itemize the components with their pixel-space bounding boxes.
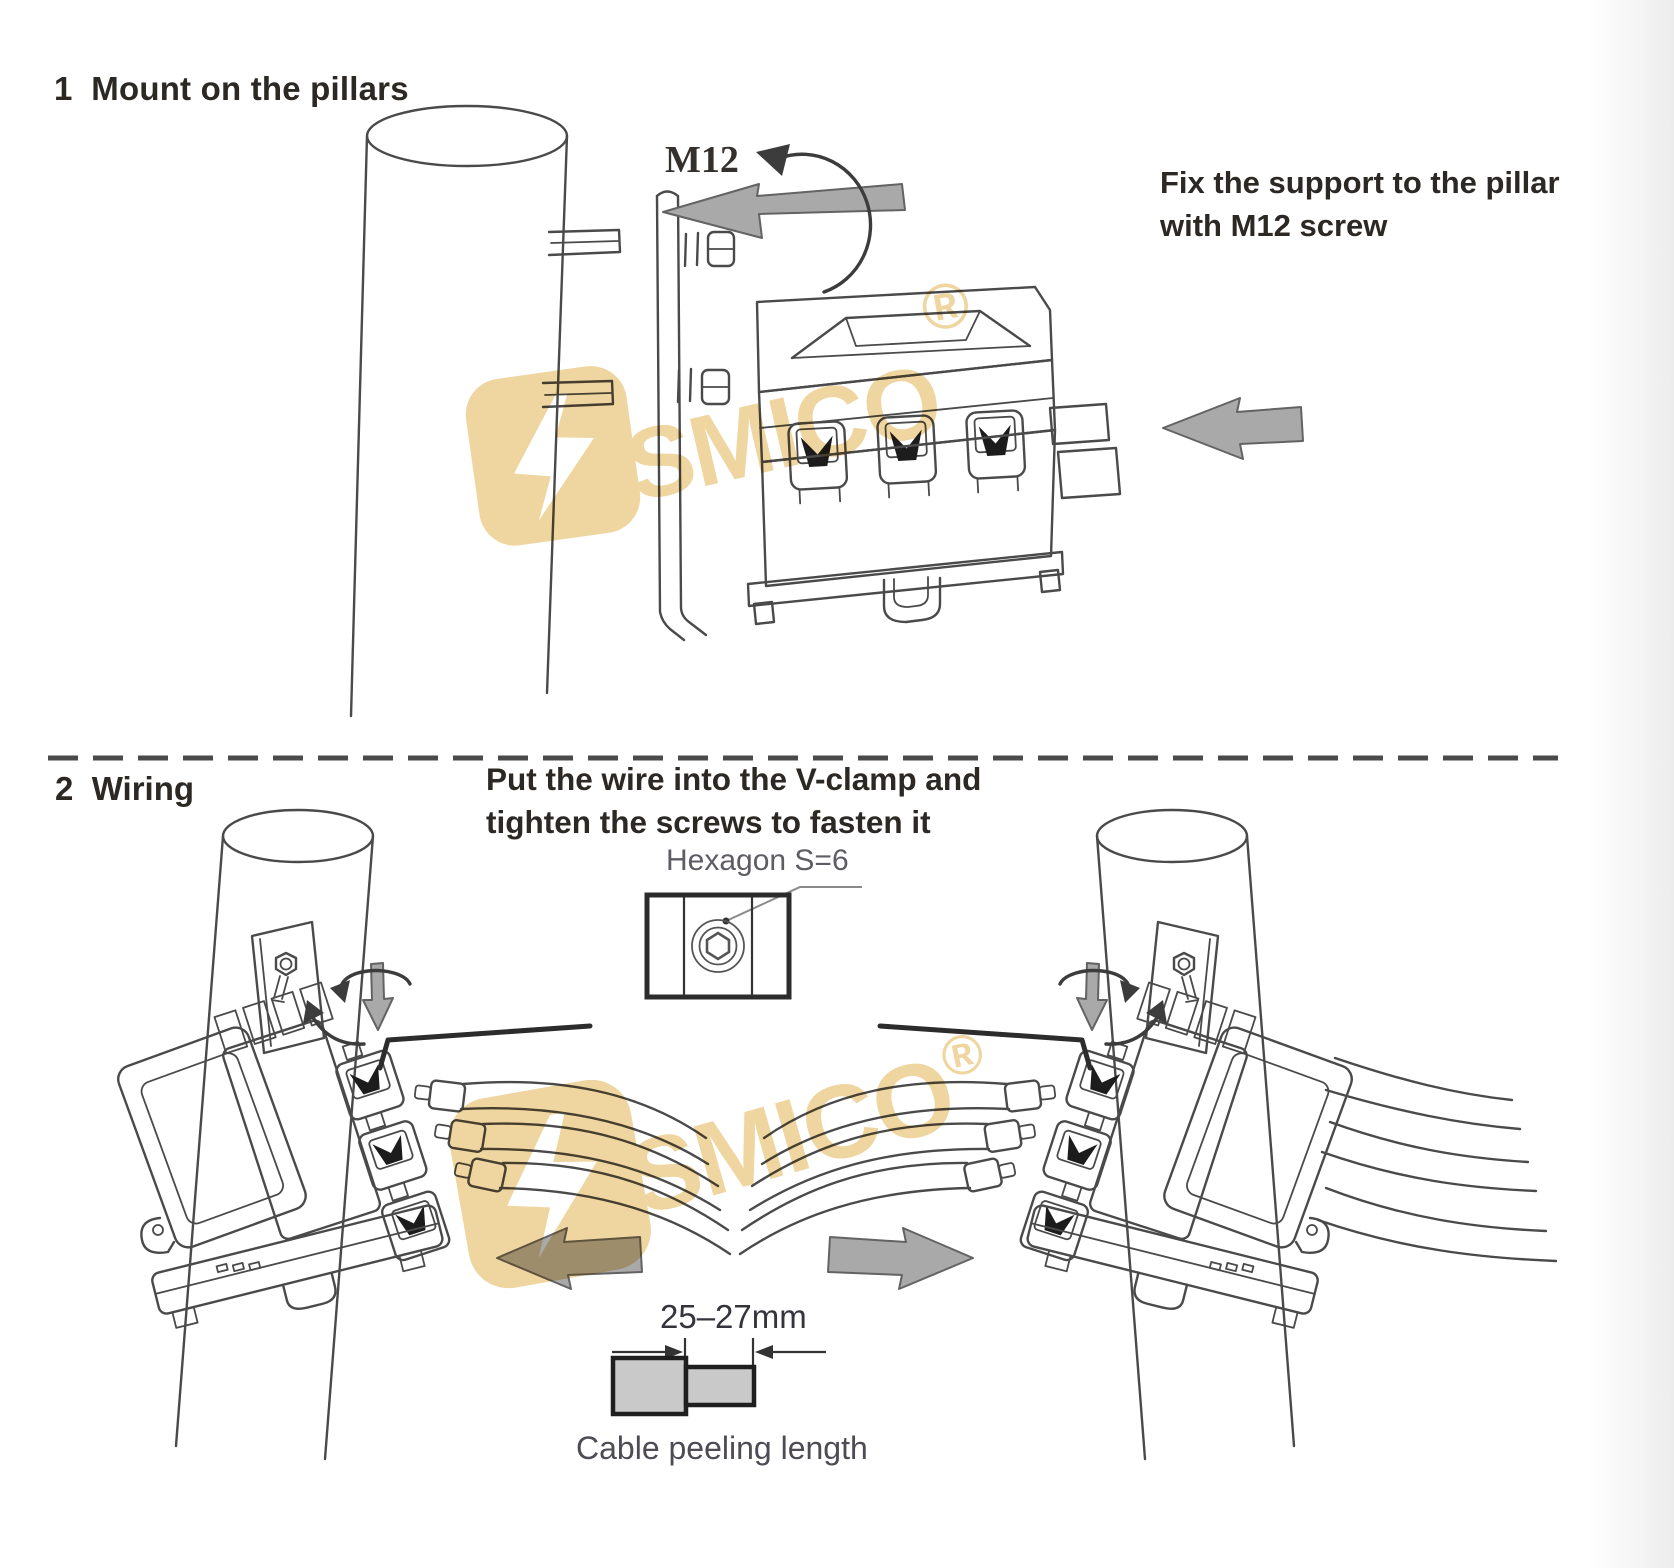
m12-screw-arrow-icon <box>662 144 906 294</box>
hex-key <box>377 1023 593 1071</box>
watermark-brand-text: SMICO <box>616 1035 966 1238</box>
connected-cables <box>1316 1056 1558 1263</box>
smico-logo-icon <box>465 366 641 546</box>
step2-instruction: Put the wire into the V-clamp and tighte… <box>486 761 982 840</box>
support-bracket <box>655 190 708 642</box>
step2-title: 2 Wiring <box>55 770 195 807</box>
v-clamp-terminal <box>876 414 938 499</box>
side-bracket <box>1048 402 1122 500</box>
smico-logo-icon <box>449 1079 651 1289</box>
watermark-smico-1: SMICO ® <box>465 267 975 546</box>
bracket-plate <box>250 920 326 1055</box>
step1-title: 1 Mount on the pillars <box>54 70 409 107</box>
cable-sheath <box>610 1355 689 1417</box>
comb-fins <box>213 981 382 1241</box>
section1-mount-diagram <box>349 104 1304 718</box>
cable-peeling-diagram <box>610 1338 826 1417</box>
cable-conductor <box>683 1364 757 1408</box>
fuse-switch-device <box>746 285 1122 626</box>
step1-note: Fix the support to the pillar with M12 s… <box>1160 165 1560 243</box>
push-left-arrow-icon <box>1162 397 1304 460</box>
din-rail-clip <box>882 576 942 624</box>
watermark-brand-text: SMICO <box>616 343 951 524</box>
peeling-dimension-label: 25–27mm <box>660 1298 807 1335</box>
registered-mark: ® <box>916 267 975 346</box>
fuse-switch-device <box>117 981 451 1329</box>
m12-screw-label: M12 <box>665 139 739 181</box>
hexagon-size-label: Hexagon S=6 <box>666 844 849 877</box>
washer-nut-set <box>676 230 736 406</box>
pillar <box>174 808 375 1461</box>
clamp-column <box>335 1040 451 1262</box>
base-din-rail <box>151 1204 444 1329</box>
rotate-arrow-icon <box>303 962 412 1046</box>
v-clamp-terminal <box>965 409 1027 494</box>
hexagon-icon <box>705 931 731 961</box>
cable-peeling-caption: Cable peeling length <box>576 1430 868 1466</box>
hexagon-socket-callout <box>644 886 862 1000</box>
